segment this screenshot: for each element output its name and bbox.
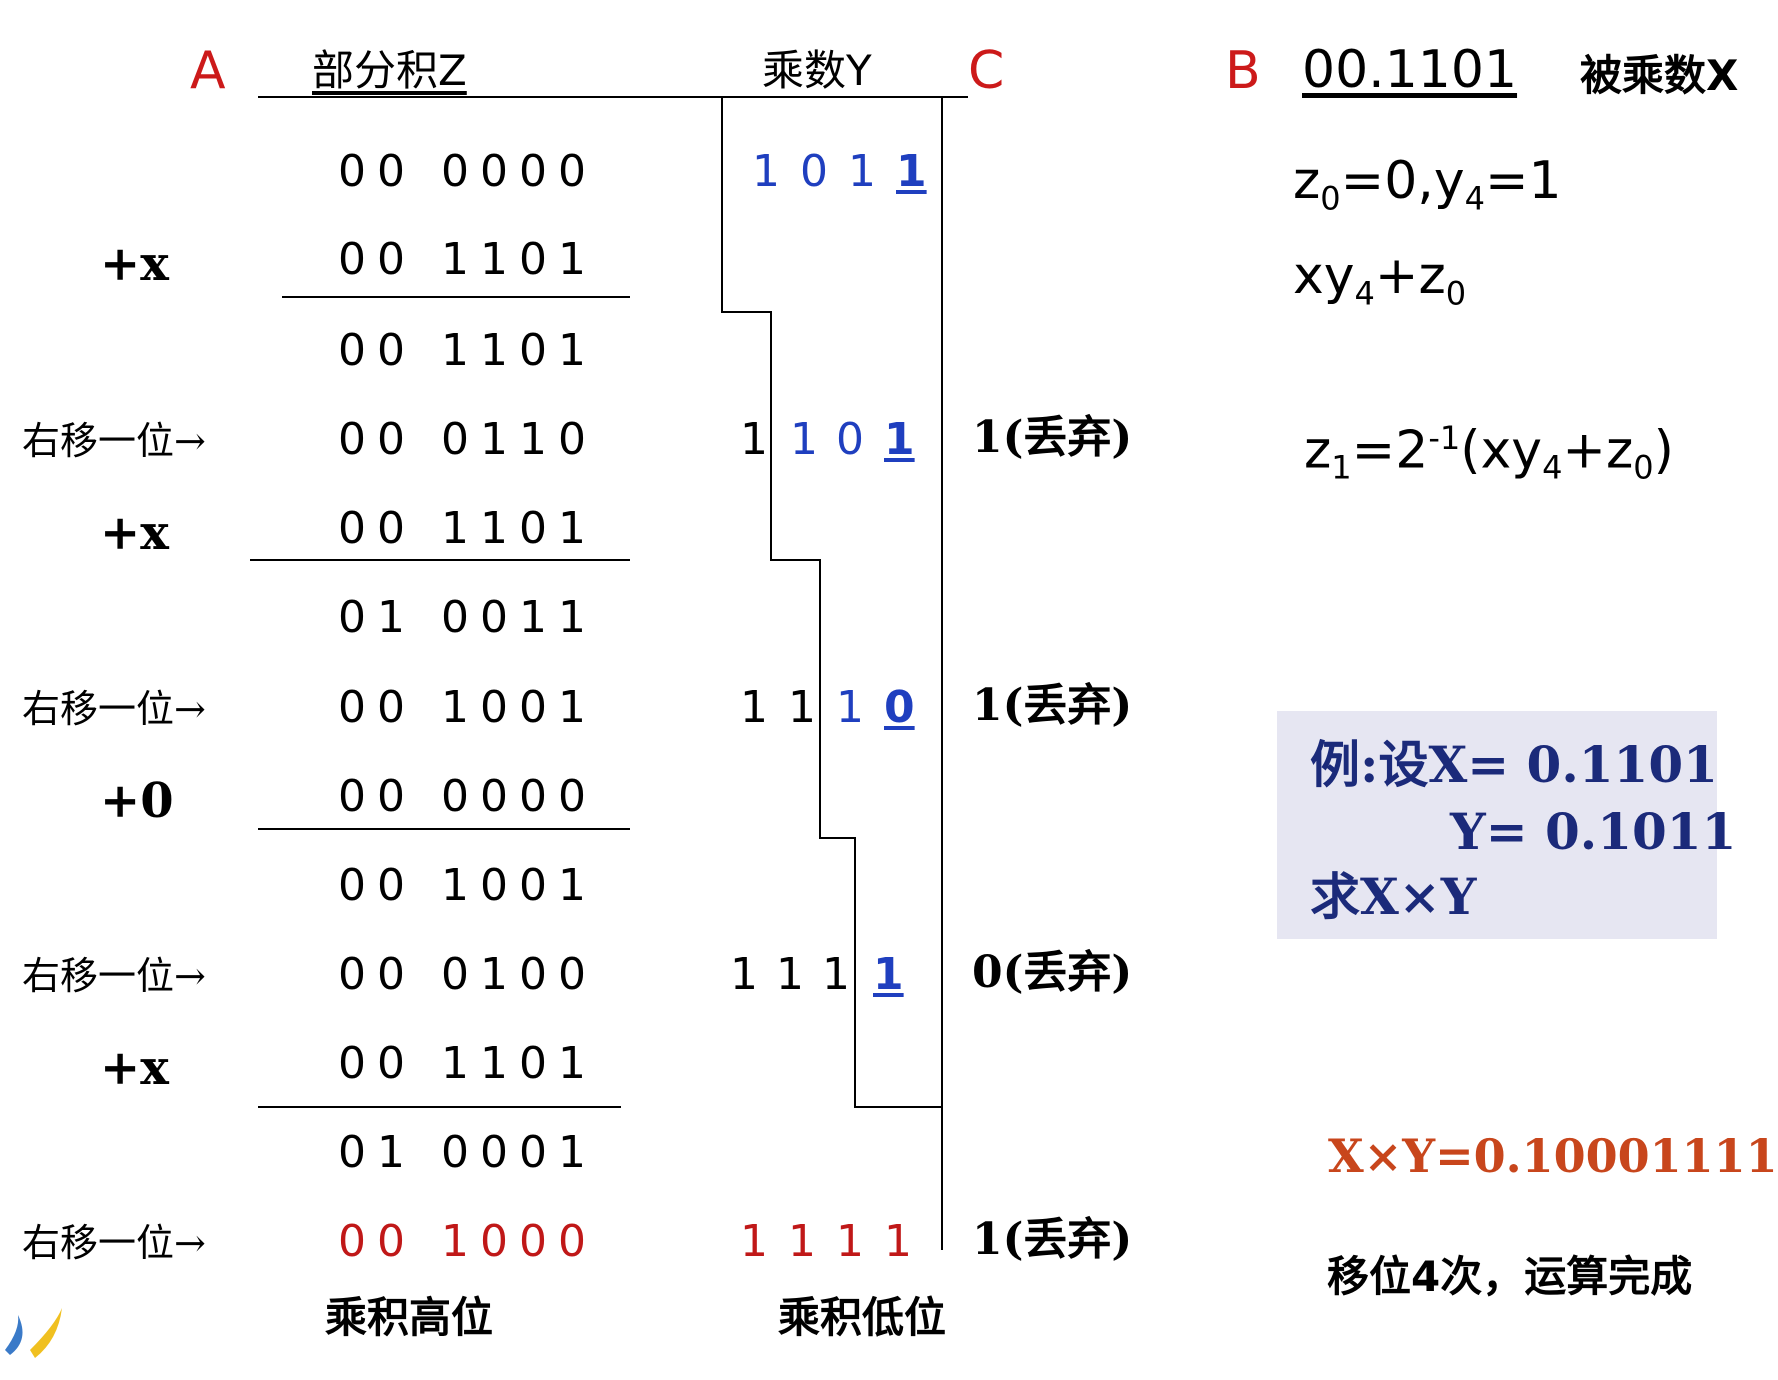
multiplier-bit: 1	[740, 682, 768, 733]
shift-label: 右移一位→	[22, 1221, 206, 1265]
partial-product-value: 01 0011	[338, 592, 597, 643]
shift-label: 右移一位→	[22, 419, 206, 463]
multiplier-bit: 1	[790, 414, 818, 465]
label-c: C	[968, 41, 1005, 101]
partial-product-value: 00 0110	[338, 414, 597, 465]
discarded-bit: 0(丢弃)	[972, 947, 1133, 998]
partial-product-value: 00 1101	[338, 503, 597, 554]
shift-staircase	[721, 97, 942, 1108]
partial-product-value: 01 0001	[338, 1127, 597, 1178]
product-low-label: 乘积低位	[778, 1293, 947, 1342]
multiplier-bit: 1	[740, 1216, 768, 1267]
multiplier-bit: 1	[788, 1216, 816, 1267]
shift-label: 右移一位→	[22, 954, 206, 998]
multiplier-bit: 1	[776, 949, 804, 1000]
example-line-3: 求X×Y	[1310, 867, 1477, 926]
multiplier-bit: 1	[752, 146, 780, 197]
discarded-bit: 1(丢弃)	[972, 412, 1133, 463]
partial-product-value: 00 1101	[338, 234, 597, 285]
operation-label: +0	[100, 773, 174, 829]
partial-product-value: 00 1001	[338, 860, 597, 911]
multiplier-bit: 1	[740, 414, 768, 465]
partial-product-header: 部分积Z	[312, 46, 467, 95]
partial-product-value: 00 1000	[338, 1216, 597, 1267]
multiplier-bit: 0	[884, 682, 915, 733]
multiplier-bit: 1	[884, 414, 915, 465]
example-line-2: Y= 0.1011	[1450, 802, 1737, 861]
operation-label: +x	[100, 1040, 169, 1096]
discarded-bit: 1(丢弃)	[972, 1214, 1133, 1265]
label-a: A	[190, 41, 226, 101]
multiplier-bit: 1	[848, 146, 876, 197]
formula-3: z1=2-1(xy4+z0)	[1304, 419, 1674, 487]
multiplier-bit: 1	[884, 1216, 912, 1267]
logo-icon	[5, 1308, 62, 1358]
partial-product-value: 00 0000	[338, 771, 597, 822]
completion-note: 移位4次，运算完成	[1327, 1252, 1693, 1301]
partial-product-value: 00 1101	[338, 325, 597, 376]
partial-product-value: 00 0100	[338, 949, 597, 1000]
operation-label: +x	[100, 236, 169, 292]
multiplier-bit: 1	[896, 146, 927, 197]
example-box	[1277, 711, 1717, 939]
label-b: B	[1225, 41, 1261, 101]
multiplier-bit: 1	[822, 949, 850, 1000]
diagram-lines	[250, 96, 968, 1250]
operation-label: +x	[100, 505, 169, 561]
result-text: X×Y=0.10001111	[1328, 1129, 1778, 1183]
multiplicand-label: 被乘数X	[1580, 51, 1739, 100]
multiplier-bit: 0	[800, 146, 828, 197]
multiplicand-value: 00.1101	[1302, 40, 1518, 100]
example-line-1: 例:设X= 0.1101	[1310, 735, 1718, 794]
discarded-bit: 1(丢弃)	[972, 680, 1133, 731]
formula-2: xy4+z0	[1293, 246, 1467, 313]
product-high-label: 乘积高位	[325, 1293, 494, 1342]
multiplier-bit: 1	[836, 682, 864, 733]
shift-label: 右移一位→	[22, 687, 206, 731]
multiplier-bit: 1	[730, 949, 758, 1000]
multiplier-bit: 1	[836, 1216, 864, 1267]
formula-1: z0=0,y4=1	[1293, 151, 1562, 218]
multiplier-header: 乘数Y	[762, 46, 872, 95]
partial-product-value: 00 1101	[338, 1038, 597, 1089]
partial-product-value: 00 1001	[338, 682, 597, 733]
partial-product-value: 00 0000	[338, 146, 597, 197]
multiplier-bit: 1	[873, 949, 904, 1000]
multiplier-bit: 1	[788, 682, 816, 733]
multiplier-bit: 0	[836, 414, 864, 465]
